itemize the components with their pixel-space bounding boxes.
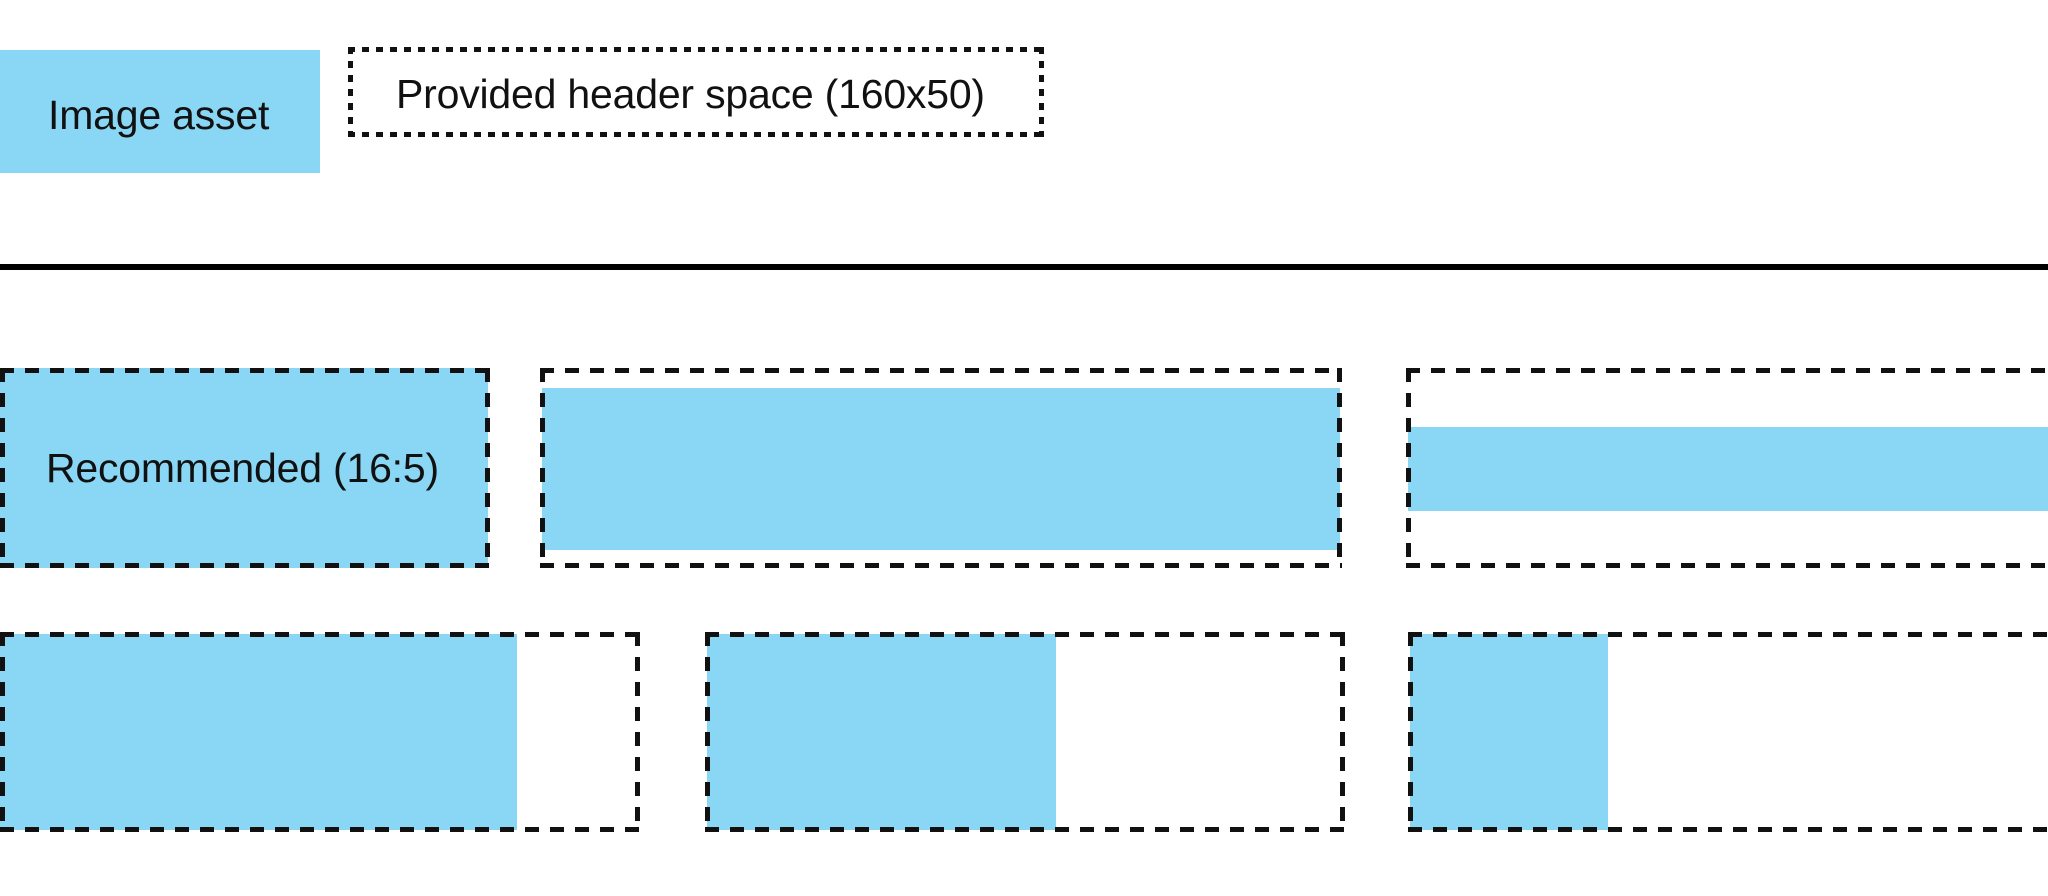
outline-edge-left [348, 47, 353, 137]
image-asset-swatch [0, 50, 320, 173]
outline-edge-left [705, 632, 710, 832]
short-band-image-fill [1408, 427, 2048, 511]
short-band-slot-outline [1406, 368, 2048, 568]
narrow-c-slot-outline [1408, 632, 2048, 832]
outline-edge-left [0, 368, 5, 568]
outline-edge-right [635, 632, 640, 832]
narrow-a-slot-outline [0, 632, 640, 832]
narrow-a-image-fill [0, 634, 517, 830]
provided-header-space-label: Provided header space (160x50) [396, 71, 985, 117]
header-divider [0, 264, 2048, 270]
outline-edge-right [485, 368, 490, 568]
wide-image-fill [542, 388, 1340, 550]
narrow-b-image-fill [707, 634, 1056, 830]
recommended-label: Recommended (16:5) [46, 445, 439, 491]
header-row: Image asset Provided header space (160x5… [0, 0, 2048, 270]
outline-edge-right [1340, 632, 1345, 832]
narrow-c-image-fill [1410, 634, 1608, 830]
outline-edge-right [1039, 47, 1044, 137]
recommended-image-fill [0, 368, 488, 568]
outline-edge-left [1406, 368, 1411, 568]
outline-edge-left [540, 368, 545, 568]
image-asset-label: Image asset [48, 92, 270, 138]
outline-edge-right [1337, 368, 1342, 568]
wide-slot-outline [540, 368, 1342, 568]
outline-edge-left [1408, 632, 1413, 832]
outline-edge-left [0, 632, 5, 832]
narrow-b-slot-outline [705, 632, 1345, 832]
